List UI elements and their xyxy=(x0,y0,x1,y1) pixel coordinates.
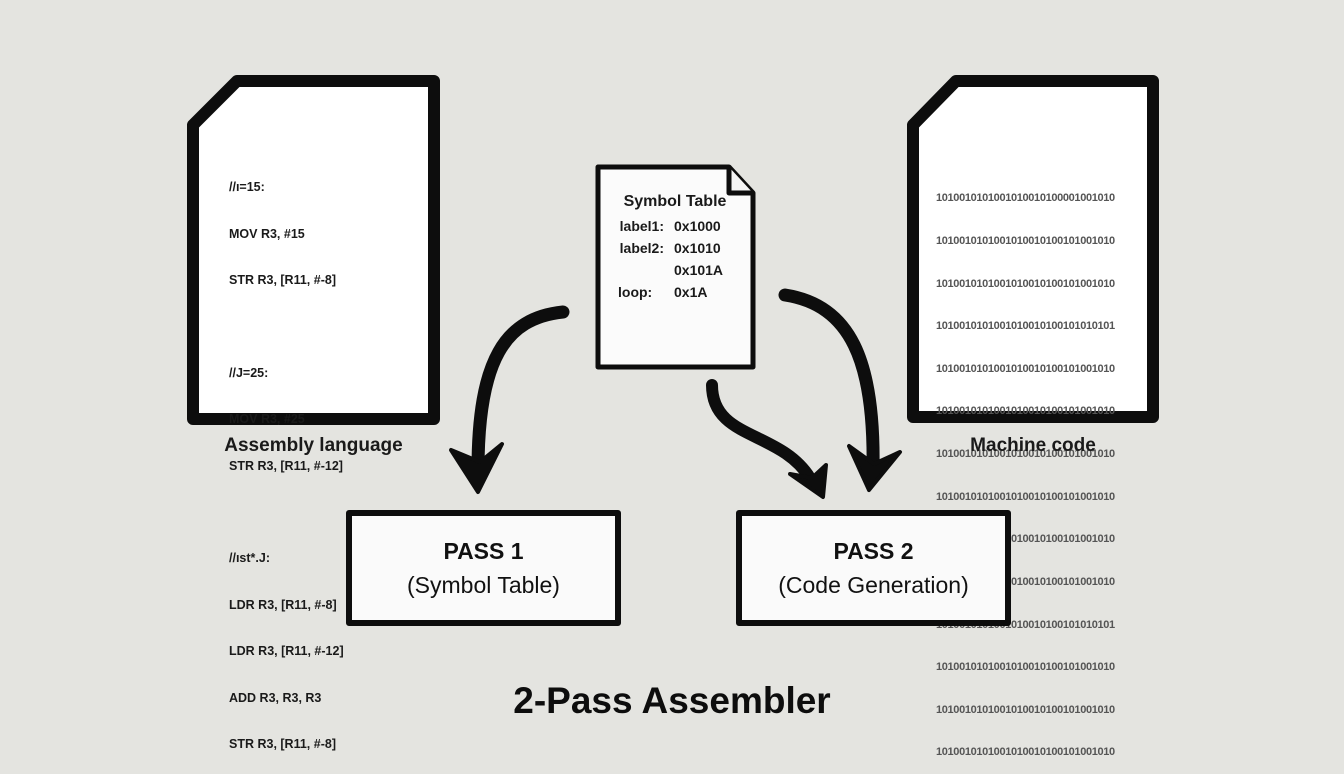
symbol-table-entry: loop: 0x1A xyxy=(608,281,738,303)
pass1-subtitle: (Symbol Table) xyxy=(407,572,560,598)
binary-line: 1010010101001010010100001001010 xyxy=(936,192,1115,205)
symbol-label: label1: xyxy=(619,218,664,234)
symbol-table-entry: label1: 0x1000 xyxy=(608,215,738,237)
machine-code-label: Machine code xyxy=(970,435,1096,456)
code-line: STR R3, [R11, #-8] xyxy=(229,737,336,751)
binary-line: 1010010101001010010100101001010 xyxy=(936,448,1115,461)
code-line: LDR R3, [R11, #-8] xyxy=(229,597,337,612)
symbol-label xyxy=(608,259,674,281)
binary-line: 1010010101001010010100101001010 xyxy=(936,490,1115,503)
symbol-address: 0x1010 xyxy=(674,240,721,256)
arrow-machine-to-pass2 xyxy=(778,288,880,477)
code-line: STR R3, [R11, #-12] xyxy=(229,458,343,473)
binary-line: 1010010101001010010100101001010 xyxy=(936,362,1115,375)
symbol-table-entry: 0x101A xyxy=(608,259,738,281)
symbol-address: 0x1A xyxy=(674,284,708,300)
arrow-symtab-to-pass2-head-icon xyxy=(788,463,828,499)
code-line: STR R3, [R11, #-8] xyxy=(229,273,336,287)
pass1-heading: PASS 1 xyxy=(443,538,524,564)
binary-line: 1010010101001010010100101001010 xyxy=(936,703,1115,716)
symbol-table-entry: label2: 0x1010 xyxy=(608,237,738,259)
symbol-table-document-shape xyxy=(595,164,756,370)
symbol-table: Symbol Table label1: 0x1000 label2: 0x10… xyxy=(608,193,738,303)
code-line: MOV R3, #25 xyxy=(229,412,305,426)
binary-line: 1010010101001010010100101001010 xyxy=(936,405,1115,418)
symbol-table-title: Symbol Table xyxy=(623,193,727,210)
assembly-document-shape xyxy=(187,75,440,425)
binary-line: 1010010101001010010100101001010 xyxy=(936,277,1115,290)
arrow-symtab-to-pass2 xyxy=(706,379,816,484)
code-comment: //ı=15: xyxy=(229,180,265,194)
binary-line: 1010010101001010010100101001010 xyxy=(936,235,1115,248)
pass2-heading: PASS 2 xyxy=(833,538,914,564)
binary-line: 1010010101001010010100101001010 xyxy=(936,661,1115,674)
symbol-address: 0x101A xyxy=(674,262,724,278)
machine-code-document-shape xyxy=(907,75,1159,423)
pass2-subtitle: (Code Generation) xyxy=(778,572,969,598)
pass1-box: PASS 1 (Symbol Table) xyxy=(346,510,621,626)
arrow-to-pass1 xyxy=(471,305,570,477)
arrow-to-pass1-head-icon xyxy=(449,442,504,494)
symbol-label: loop: xyxy=(618,284,653,300)
assembly-language-label: Assembly language xyxy=(224,435,403,456)
symbol-table-page-fold-icon xyxy=(726,167,753,196)
assembly-code: //ı=15: MOV R3, #15 STR R3, [R11, #-8] /… xyxy=(229,149,344,768)
code-comment: //J=25: xyxy=(229,365,269,380)
code-line: LDR R3, [R11, #-12] xyxy=(229,644,344,658)
symbol-address: 0x1000 xyxy=(674,218,721,234)
symbol-label: label2: xyxy=(619,240,664,256)
arrow-machine-to-pass2-head-icon xyxy=(847,444,902,492)
binary-line: 1010010101001010010100101010101 xyxy=(936,320,1115,333)
diagram-title: 2-Pass Assembler xyxy=(513,680,831,721)
code-line: ADD R3, R3, R3 xyxy=(229,690,322,705)
code-line: MOV R3, #15 xyxy=(229,226,305,241)
binary-line: 1010010101001010010100101001010 xyxy=(936,746,1115,759)
code-comment: //ıst*.J: xyxy=(229,551,270,565)
pass2-box: PASS 2 (Code Generation) xyxy=(736,510,1011,626)
